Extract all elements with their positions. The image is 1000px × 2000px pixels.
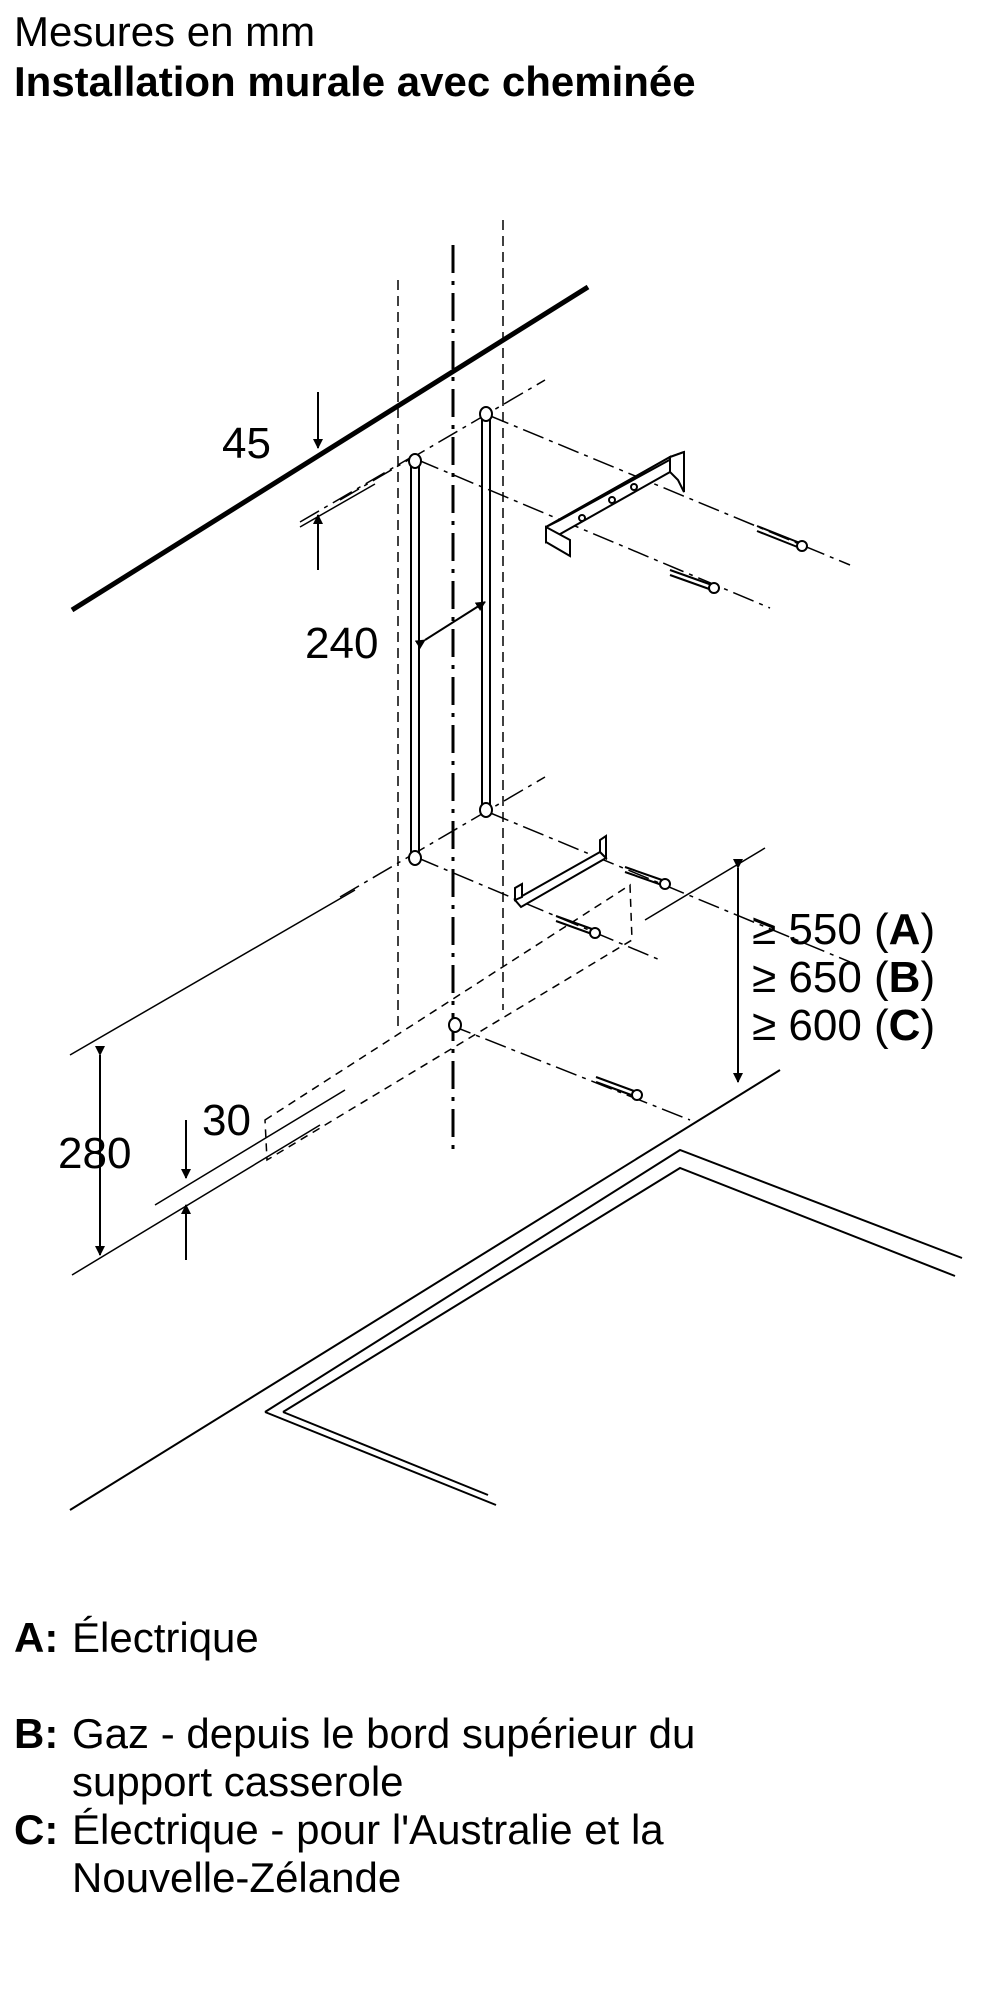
legend-text-a: Électrique (72, 1614, 259, 1661)
page-title: Installation murale avec cheminée (14, 58, 696, 105)
clearance-600-key: C (889, 1001, 921, 1050)
ceiling-line (70, 284, 590, 613)
legend-item-b: B: Gaz - depuis le bord supérieur du sup… (14, 1710, 974, 1806)
cooktop (264, 1148, 963, 1506)
legend-item-a: A: Électrique (14, 1614, 974, 1662)
lower-layout-line-3 (417, 857, 661, 961)
screw-upper-1 (756, 525, 808, 552)
dim-240-arrow (414, 601, 486, 650)
ref-line-clearance-top (644, 847, 766, 921)
hood-outline (264, 883, 633, 1162)
clearance-600-prefix: ≥ 600 ( (752, 1001, 889, 1050)
dimension-280: 280 (58, 1129, 131, 1178)
installation-diagram: 45 240 280 30 ≥ 550 (A) ≥ 650 (B) ≥ 600 … (58, 220, 963, 1511)
clearance-550-prefix: ≥ 550 ( (752, 905, 889, 954)
upper-layout-line-1 (339, 379, 546, 501)
cooktop-back-edge (69, 1069, 781, 1511)
screw-lower-2 (555, 915, 601, 939)
upper-wall-bracket (545, 450, 685, 558)
screw-lower-1 (624, 866, 671, 890)
legend-text-c: Électrique - pour l'Australie et la Nouv… (72, 1806, 664, 1901)
upper-layout-line-2 (299, 454, 416, 523)
screw-hole-upper-left (408, 453, 422, 469)
dimension-30: 30 (202, 1096, 251, 1145)
lower-wall-bracket (513, 834, 608, 909)
screw-hole-lower-right (479, 802, 493, 818)
lower-layout-line-4 (449, 1024, 691, 1121)
ref-line-30-top (154, 1089, 346, 1206)
screw-hole-lower-left (408, 850, 422, 866)
clearance-550: ≥ 550 (A) (752, 905, 935, 954)
clearance-550-key: A (889, 905, 921, 954)
legend-item-c: C: Électrique - pour l'Australie et la N… (14, 1806, 974, 1902)
screw-hole-bottom (448, 1017, 462, 1033)
legend: A: Électrique B: Gaz - depuis le bord su… (14, 1614, 974, 1902)
wall-reference-line (69, 889, 356, 1056)
screw-upper-2 (669, 569, 720, 594)
dimension-45: 45 (222, 419, 271, 468)
clearance-550-suffix: ) (920, 905, 935, 954)
units-label: Mesures en mm (14, 8, 316, 55)
legend-key-a: A: (14, 1614, 59, 1661)
ref-line-30-bottom (71, 1124, 321, 1276)
clearance-650-suffix: ) (920, 953, 935, 1002)
clearance-600: ≥ 600 (C) (752, 1001, 935, 1050)
clearance-600-suffix: ) (920, 1001, 935, 1050)
dimension-240: 240 (305, 619, 378, 668)
screw-lower-3 (595, 1076, 643, 1101)
clearance-650-key: B (889, 953, 921, 1002)
legend-key-b: B: (14, 1710, 59, 1757)
dim-45-ref (299, 483, 376, 528)
clearance-650-prefix: ≥ 650 ( (752, 953, 889, 1002)
screw-hole-upper-right (479, 406, 493, 422)
legend-text-b: Gaz - depuis le bord supérieur du suppor… (72, 1710, 696, 1805)
clearance-650: ≥ 650 (B) (752, 953, 935, 1002)
lower-layout-line-1 (339, 776, 546, 898)
legend-key-c: C: (14, 1806, 59, 1853)
upper-layout-line-3 (487, 414, 851, 566)
